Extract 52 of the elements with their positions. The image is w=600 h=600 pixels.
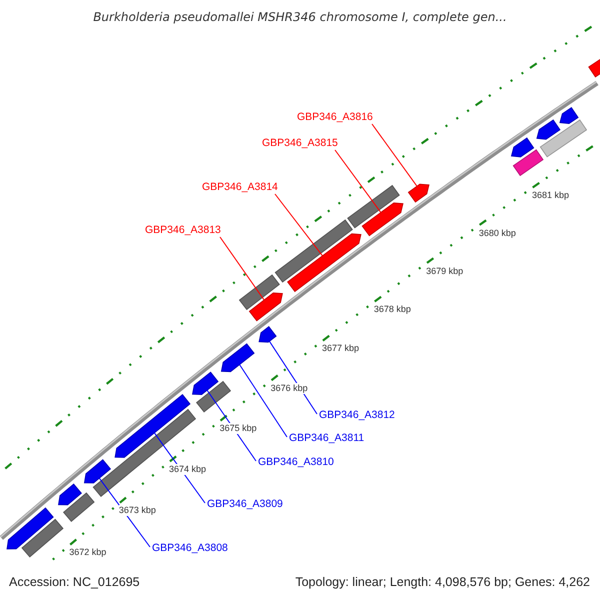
chart-title: Burkholderia pseudomallei MSHR346 chromosome I, complete gen... [92,10,508,24]
gene-label: GBP346_A3815 [262,136,338,150]
scale-label: 3680 kbp [478,228,516,239]
cds-feature [362,202,404,236]
gene-feature [512,149,544,176]
cds-feature [220,343,255,372]
accession-text: Accession: NC_012695 [9,575,140,589]
scale-label: 3681 kbp [532,190,570,202]
cds-feature [114,394,191,458]
leader-line [239,364,288,438]
leader-line [274,194,323,256]
scale-label: 3678 kbp [374,304,411,316]
leader-line [268,340,318,414]
gene-feature [62,492,95,522]
scale-label: 3673 kbp [118,505,156,516]
cds-feature [510,137,534,158]
scale-label: 3675 kbp [220,423,257,434]
gene-label: GBP346_A3813 [145,223,221,237]
cds-feature [84,459,112,484]
gene-feature [274,219,353,283]
cds-feature [248,292,283,322]
leader-line [206,390,256,462]
cds-feature [559,106,579,124]
scale-label: 3674 kbp [169,464,206,475]
gene-label: GBP346_A3810 [258,455,334,469]
gene-feature [196,380,232,412]
gene-label: GBP346_A3812 [319,408,395,422]
gene-label: GBP346_A3808 [152,541,228,555]
leader-line [334,150,382,213]
leader-line [154,432,206,504]
gene-feature [347,184,400,228]
cds-feature [258,326,277,343]
cds-feature [58,483,82,506]
leader-line [372,124,418,187]
cds-feature [536,119,561,140]
gene-label: GBP346_A3811 [289,431,364,445]
gene-feature [238,274,280,310]
leader-line [220,236,265,300]
cds-feature [287,233,362,292]
gene-feature [21,518,64,558]
scale-label: 3676 kbp [270,382,308,394]
gene-label: GBP346_A3809 [207,497,283,511]
cds-feature [192,372,219,396]
genome-summary-text: Topology: linear; Length: 4,098,576 bp; Genes: 4,262 [295,575,590,589]
scale-label: 3672 kbp [69,547,106,558]
gene-label: GBP346_A3816 [297,110,373,124]
gene-feature [540,119,588,158]
cds-feature [408,184,430,203]
scale-label: 3679 kbp [426,266,464,277]
scale-label: 3677 kbp [322,343,360,354]
gene-label: GBP346_A3814 [202,180,278,194]
cds-feature [6,507,54,550]
